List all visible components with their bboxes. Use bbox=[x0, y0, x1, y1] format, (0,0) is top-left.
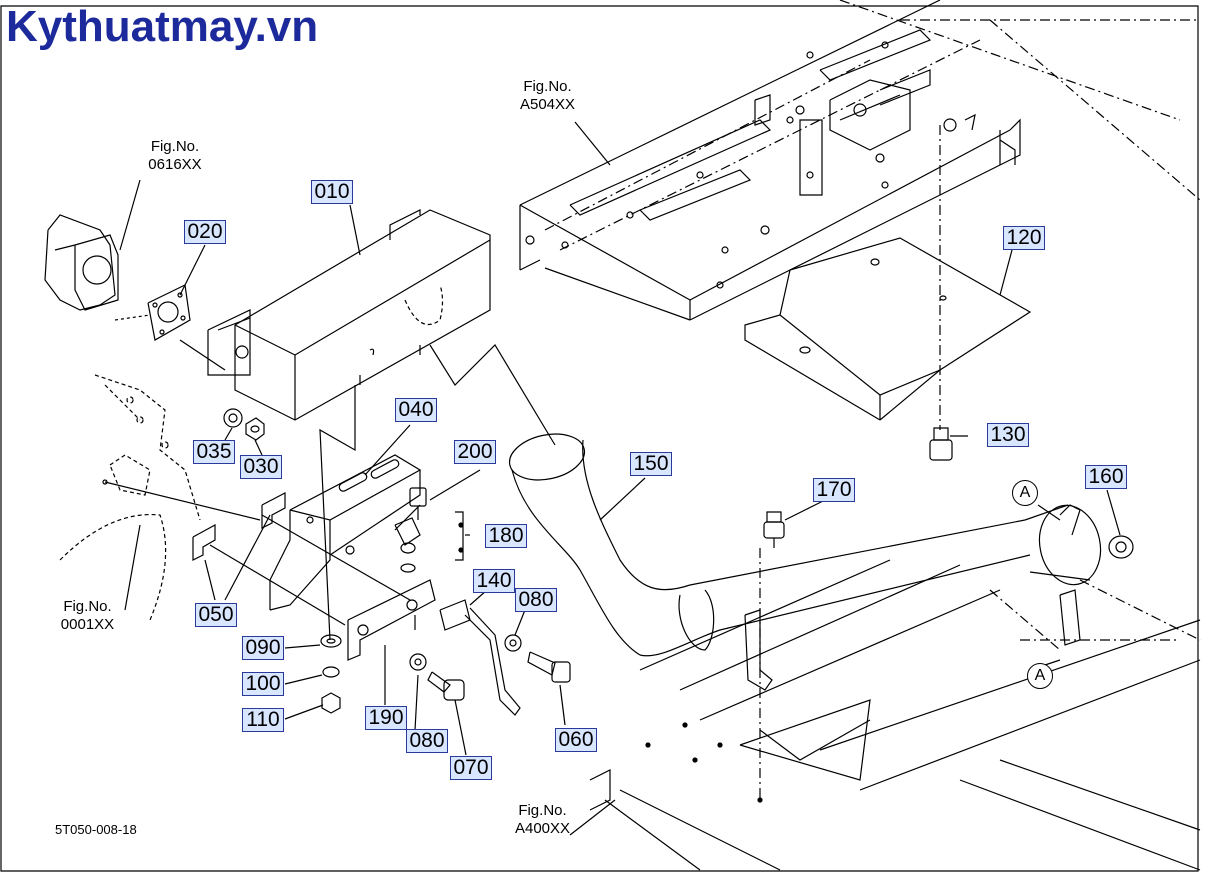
washer-035 bbox=[224, 409, 242, 427]
fig-ref-number: 0616XX bbox=[148, 156, 202, 173]
fig-ref-number: A504XX bbox=[519, 96, 576, 113]
drawing-code: 5T050-008-18 bbox=[55, 822, 137, 837]
lower-frame bbox=[590, 560, 1200, 870]
fig-ref-A504[interactable]: Fig.No. A504XX bbox=[510, 78, 585, 114]
washer-080-a bbox=[505, 635, 521, 651]
fig-ref-0001[interactable]: Fig.No. 0001XX bbox=[50, 598, 125, 634]
fig-ref-number: A400XX bbox=[514, 820, 571, 837]
frame-hidden-lines bbox=[545, 0, 1200, 430]
washer-080-b bbox=[410, 654, 426, 670]
fig-ref-label: Fig.No. bbox=[63, 598, 112, 615]
view-marker-a: A bbox=[1027, 663, 1053, 689]
part-callout-050[interactable]: 050 bbox=[195, 603, 237, 627]
fig-ref-0616[interactable]: Fig.No. 0616XX bbox=[140, 138, 210, 174]
part-callout-120[interactable]: 120 bbox=[1003, 226, 1045, 250]
part-callout-100[interactable]: 100 bbox=[242, 672, 284, 696]
muffler-010 bbox=[208, 210, 490, 420]
bolt-070 bbox=[428, 672, 464, 700]
leader-0616 bbox=[120, 180, 140, 250]
washer-090 bbox=[321, 635, 341, 647]
part-callout-160[interactable]: 160 bbox=[1085, 465, 1127, 489]
turbo-housing bbox=[45, 215, 118, 310]
nut-160 bbox=[1109, 536, 1133, 558]
part-callout-020[interactable]: 020 bbox=[184, 220, 226, 244]
part-callout-060[interactable]: 060 bbox=[555, 728, 597, 752]
sensor-200 bbox=[395, 488, 426, 572]
fig-ref-A400[interactable]: Fig.No. A400XX bbox=[505, 802, 580, 838]
part-callout-150[interactable]: 150 bbox=[630, 452, 672, 476]
fig-ref-label: Fig.No. bbox=[150, 138, 200, 155]
rod-140 bbox=[440, 600, 520, 715]
fig-ref-label: Fig.No. bbox=[523, 78, 572, 95]
cover-plate-120 bbox=[745, 238, 1030, 420]
part-callout-010[interactable]: 010 bbox=[311, 180, 353, 204]
bracket-040 bbox=[270, 455, 420, 610]
bolt-130 bbox=[930, 428, 952, 460]
bracket-180 bbox=[455, 512, 463, 560]
view-marker-a: A bbox=[1012, 480, 1038, 506]
frame-assembly bbox=[520, 0, 1020, 320]
part-callout-200[interactable]: 200 bbox=[454, 440, 496, 464]
part-callout-140[interactable]: 140 bbox=[473, 569, 515, 593]
watermark: Kythuatmay.vn bbox=[6, 2, 319, 51]
part-callout-080[interactable]: 080 bbox=[406, 729, 448, 753]
engine-block bbox=[60, 375, 200, 620]
leader-A400 bbox=[570, 800, 615, 835]
clip-050 bbox=[193, 493, 285, 560]
gasket-020 bbox=[148, 285, 190, 340]
exhaust-pipe-150 bbox=[505, 428, 1107, 656]
fig-ref-label: Fig.No. bbox=[518, 802, 567, 819]
part-callout-030[interactable]: 030 bbox=[240, 455, 282, 479]
bolt-170 bbox=[764, 512, 784, 548]
plate-190 bbox=[348, 580, 435, 660]
lockwasher-100 bbox=[323, 667, 339, 677]
part-callout-170[interactable]: 170 bbox=[813, 478, 855, 502]
nut-110 bbox=[322, 693, 340, 713]
part-callout-035[interactable]: 035 bbox=[193, 440, 235, 464]
part-callout-090[interactable]: 090 bbox=[242, 636, 284, 660]
part-callout-040[interactable]: 040 bbox=[395, 398, 437, 422]
part-callout-070[interactable]: 070 bbox=[450, 756, 492, 780]
leader-A504 bbox=[575, 122, 610, 165]
fig-ref-number: 0001XX bbox=[60, 616, 115, 633]
part-callout-190[interactable]: 190 bbox=[365, 706, 407, 730]
leader-0001 bbox=[125, 525, 140, 610]
part-callout-110[interactable]: 110 bbox=[242, 708, 284, 732]
drawing-border bbox=[1, 6, 1198, 871]
bolt-060 bbox=[528, 652, 570, 682]
part-callout-080[interactable]: 080 bbox=[515, 588, 557, 612]
nut-030 bbox=[246, 418, 264, 440]
part-callout-180[interactable]: 180 bbox=[485, 524, 527, 548]
part-callout-130[interactable]: 130 bbox=[987, 423, 1029, 447]
